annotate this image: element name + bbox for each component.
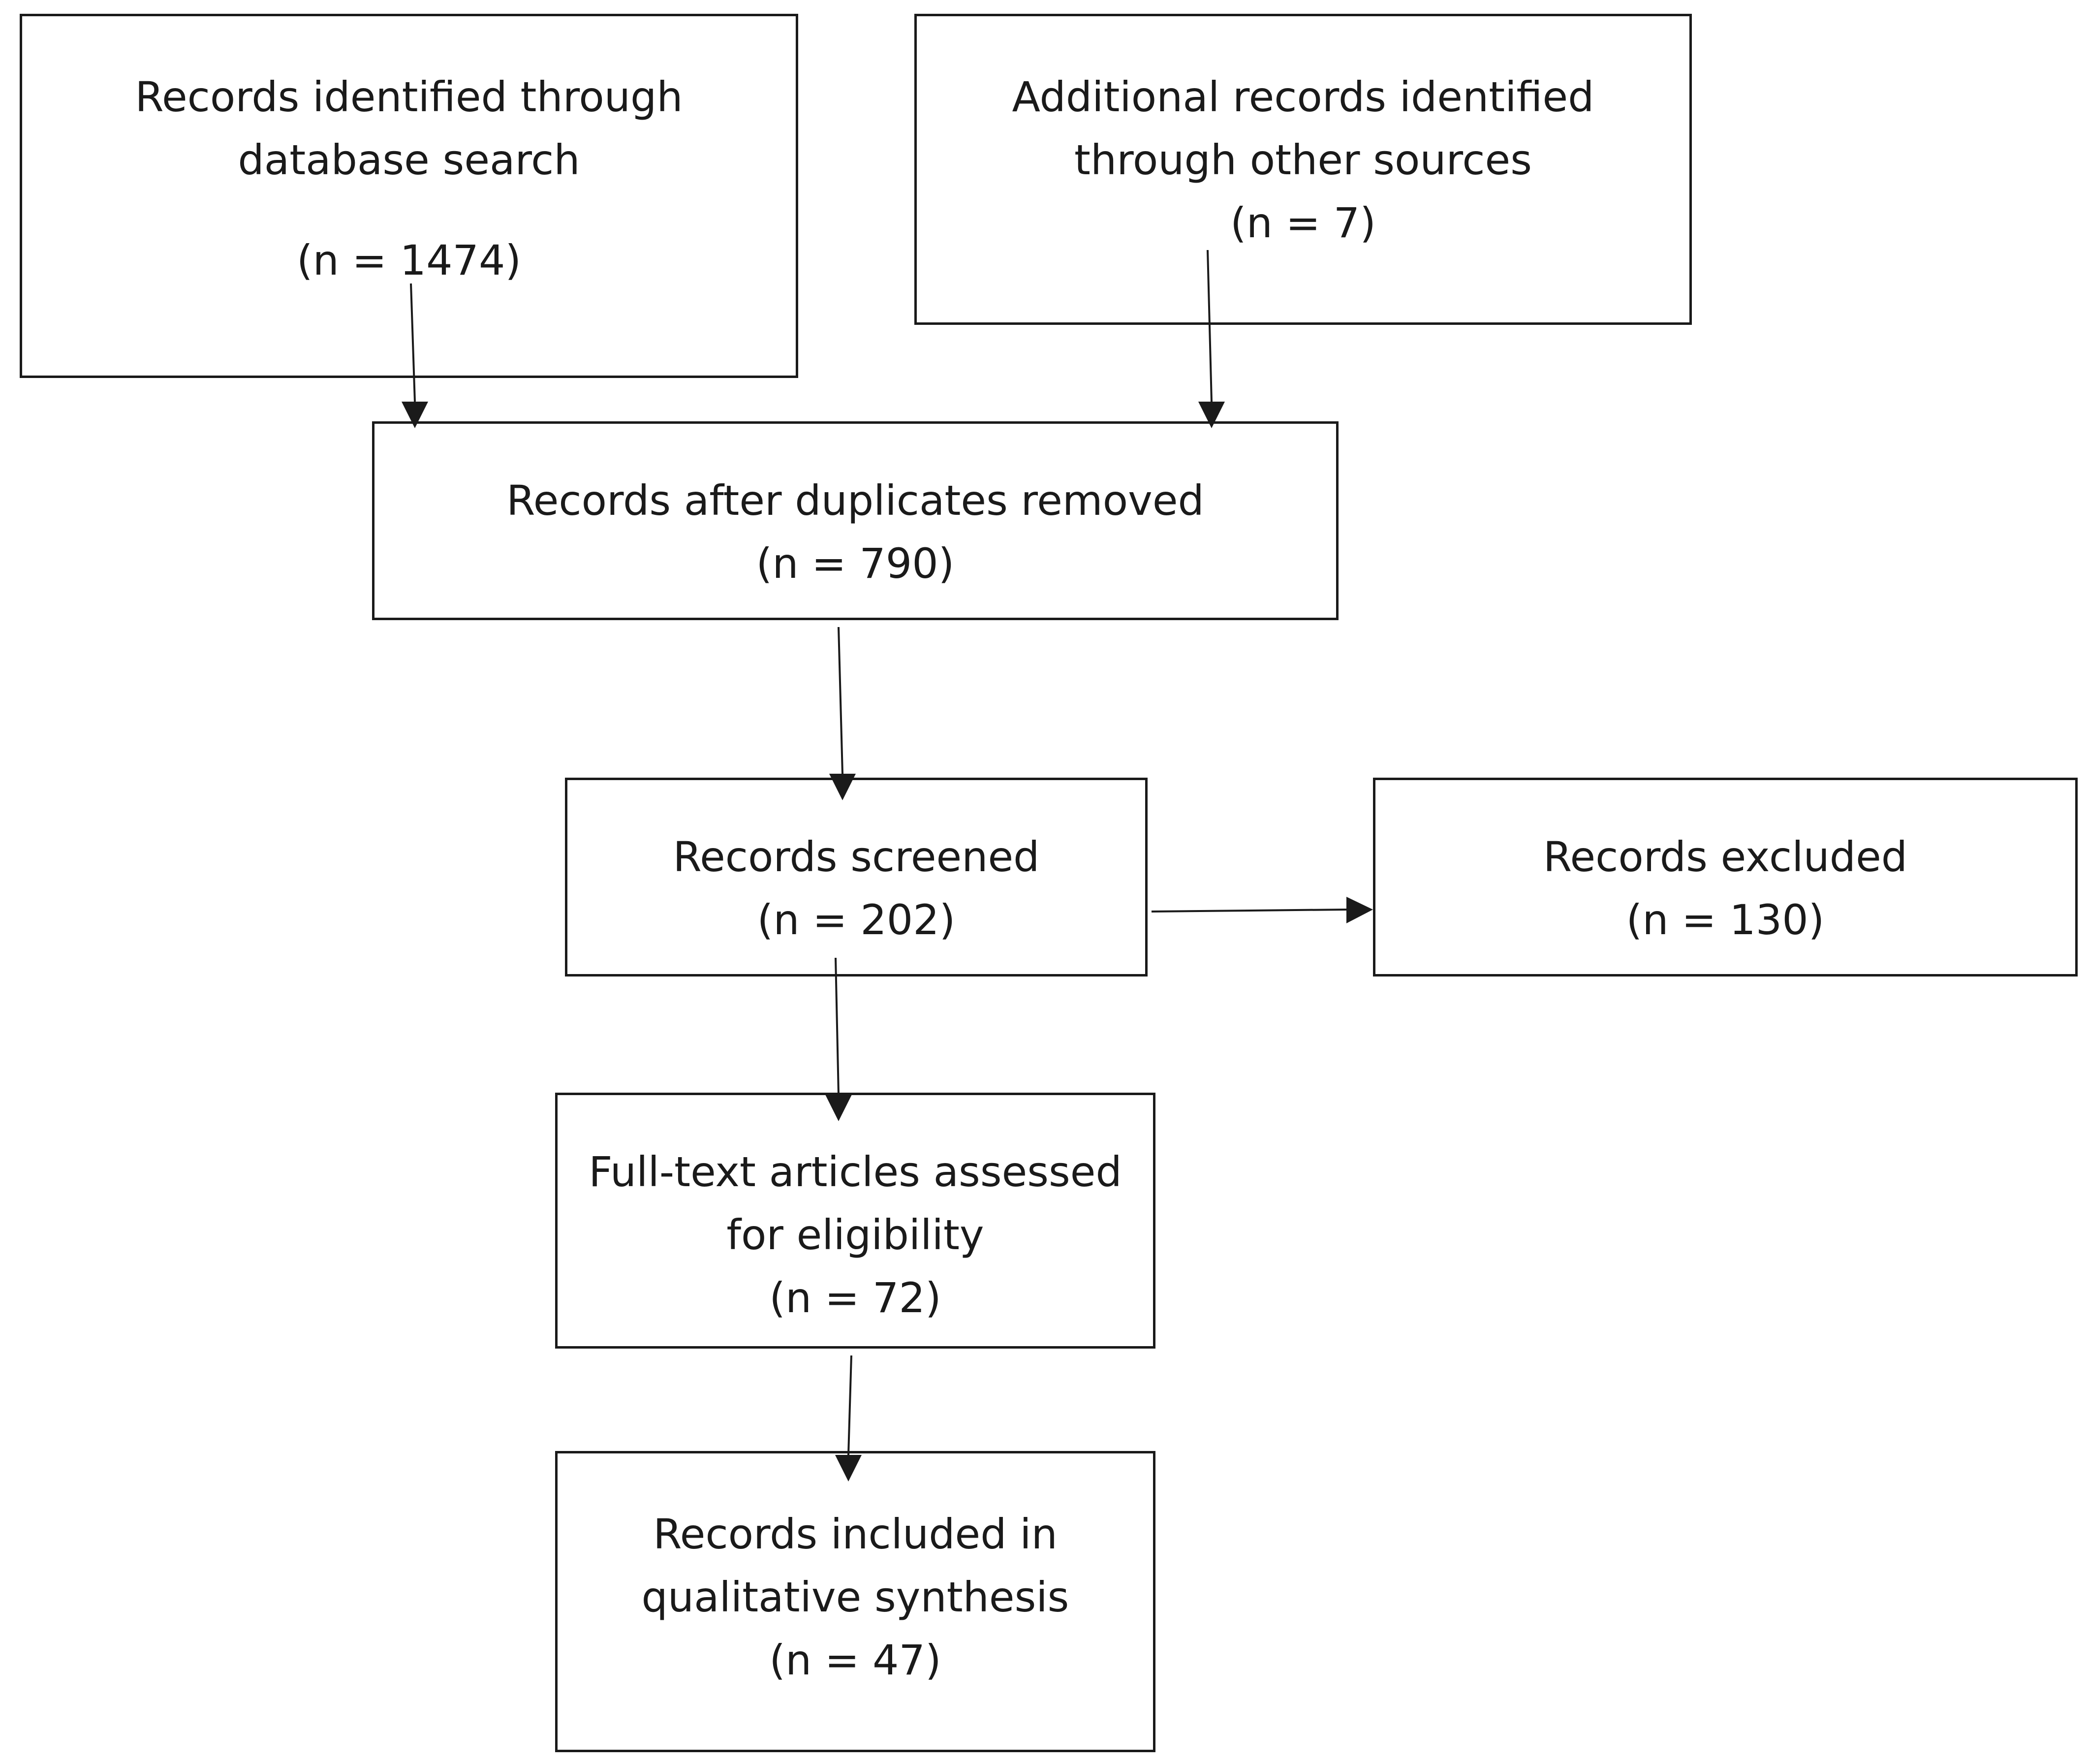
box-full-text: Full-text articles assessed for eligibil…: [555, 1093, 1155, 1349]
box-included: Records included in qualitative synthesi…: [555, 1451, 1155, 1752]
box-other-sources: Additional records identified through ot…: [914, 14, 1692, 325]
box-screened-count: (n = 202): [757, 896, 956, 944]
box-other-sources-line-2: through other sources: [1074, 136, 1532, 184]
box-included-count: (n = 47): [769, 1636, 941, 1684]
box-included-line-1: Records included in: [653, 1510, 1058, 1558]
box-screened: Records screened (n = 202): [565, 778, 1148, 976]
arrow-screened-to-full-text: [825, 957, 852, 1121]
box-database-search-count: (n = 1474): [296, 236, 522, 284]
arrow-other-sources-to-duplicates: [1198, 250, 1225, 428]
box-database-search: Records identified through database sear…: [20, 14, 798, 378]
box-full-text-line-2: for eligibility: [726, 1211, 984, 1259]
arrow-screened-to-excluded: [1151, 897, 1373, 923]
box-other-sources-count: (n = 7): [1230, 199, 1376, 247]
box-excluded-count: (n = 130): [1626, 896, 1825, 944]
box-duplicates-removed: Records after duplicates removed (n = 79…: [372, 421, 1339, 620]
arrow-duplicates-to-screened: [829, 627, 856, 800]
arrow-full-text-to-included: [835, 1355, 862, 1481]
box-included-line-2: qualitative synthesis: [641, 1573, 1069, 1621]
box-full-text-count: (n = 72): [769, 1274, 941, 1322]
box-full-text-line-1: Full-text articles assessed: [589, 1148, 1122, 1196]
box-excluded-line-1: Records excluded: [1543, 833, 1908, 881]
box-excluded: Records excluded (n = 130): [1373, 778, 2078, 976]
box-duplicates-removed-count: (n = 790): [756, 539, 955, 588]
box-duplicates-removed-line-1: Records after duplicates removed: [506, 476, 1204, 525]
box-database-search-line-2: database search: [238, 136, 580, 184]
box-screened-line-1: Records screened: [673, 833, 1040, 881]
arrow-database-to-duplicates: [402, 283, 428, 428]
box-database-search-line-1: Records identified through: [135, 73, 683, 121]
box-other-sources-line-1: Additional records identified: [1012, 73, 1594, 121]
